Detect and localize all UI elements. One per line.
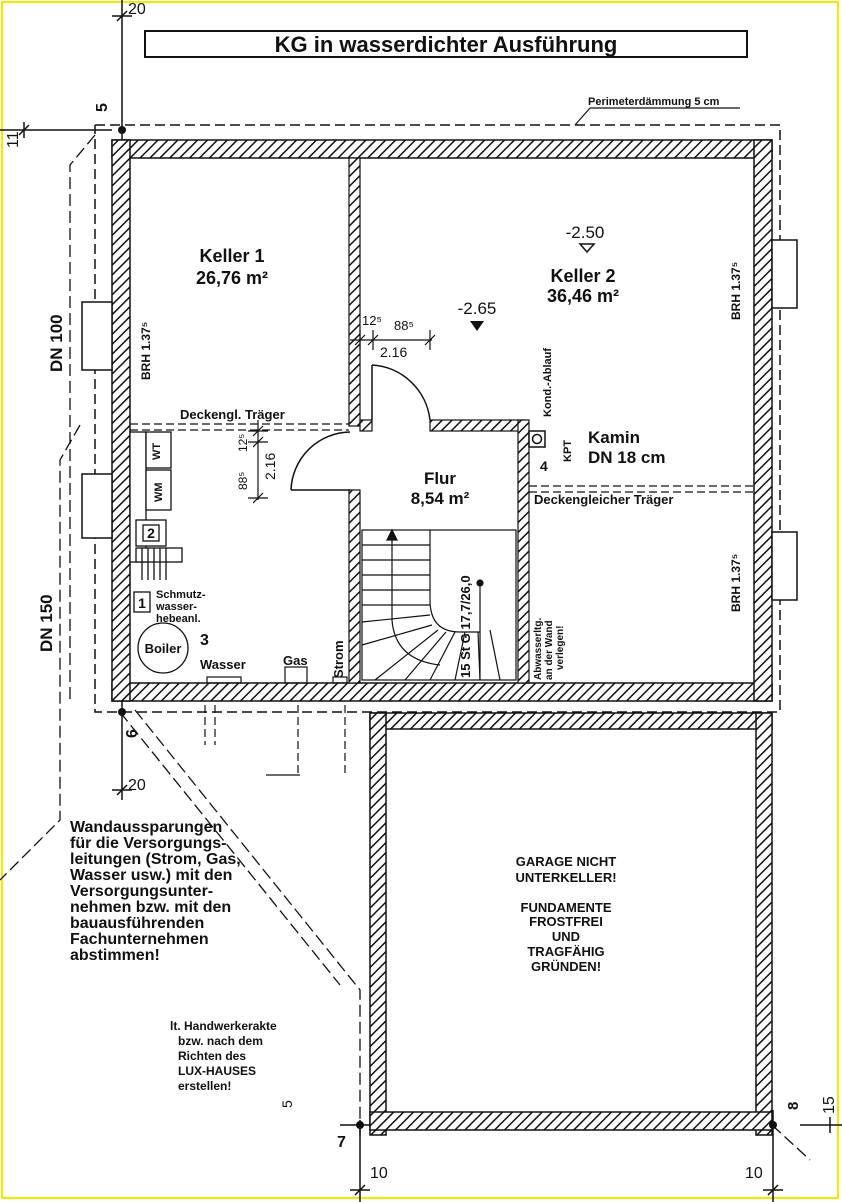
basement-walls (111, 139, 773, 702)
marker-3: 3 (200, 632, 209, 649)
svg-text:Wandaussparungen: Wandaussparungen (70, 819, 222, 836)
pipe-dn100: DN 100 (47, 314, 66, 372)
brh-right-mid: BRH 1.37⁵ (729, 554, 743, 612)
room-flur-area: 8,54 m² (411, 489, 470, 508)
svg-text:FUNDAMENTE: FUNDAMENTE (521, 900, 612, 915)
label-hebe-3: hebeanl. (156, 613, 201, 625)
svg-text:FROSTFREI: FROSTFREI (529, 914, 603, 929)
svg-text:Versorgungsunter-: Versorgungsunter- (70, 883, 213, 900)
pipe-dn150: DN 150 (37, 594, 56, 652)
door-swing-keller1 (290, 431, 351, 491)
room-keller1-name: Keller 1 (199, 246, 264, 266)
brh-left: BRH 1.37⁵ (139, 322, 153, 380)
label-abwasser-2: an der Wand (544, 620, 555, 680)
svg-text:LUX-HAUSES: LUX-HAUSES (178, 1064, 256, 1078)
dim-v-2: 12⁵ (236, 434, 250, 452)
kamin-box (528, 430, 546, 448)
dim-h-1: 12⁵ (362, 313, 382, 328)
svg-text:für die Versorgungs-: für die Versorgungs- (70, 835, 226, 852)
kamin-size: DN 18 cm (588, 448, 665, 467)
dim-top-20: 20 (128, 1, 146, 18)
svg-text:Fachunternehmen: Fachunternehmen (70, 931, 209, 948)
dimension-horizontal (350, 330, 436, 350)
dimension-vertical (248, 420, 268, 504)
svg-text:nehmen bzw. mit den: nehmen bzw. mit den (70, 899, 231, 916)
svg-text:abstimmen!: abstimmen! (70, 947, 160, 964)
stairs-spec: 15 St G 17,7/26,0 (458, 575, 473, 678)
marker-5: 5 (94, 103, 111, 112)
svg-text:lt. Handwerkerakte: lt. Handwerkerakte (170, 1019, 277, 1033)
kamin-name: Kamin (588, 428, 640, 447)
garage-note: GARAGE NICHT UNTERKELLER! FUNDAMENTE FRO… (515, 854, 616, 974)
label-hebe-1: Schmutz- (156, 589, 206, 601)
dim-bottom-20: 20 (128, 777, 146, 794)
title: KG in wasserdichter Ausführung (275, 32, 618, 57)
door-swing-keller2 (371, 364, 431, 421)
svg-text:GARAGE NICHT: GARAGE NICHT (516, 854, 616, 869)
supply-note: Wandaussparungen für die Versorgungs- le… (70, 819, 241, 964)
beam-left-label: Deckengl. Träger (180, 407, 285, 422)
room-keller2-name: Keller 2 (550, 266, 615, 286)
label-wt: WT (151, 443, 163, 460)
label-strom: Strom (331, 640, 346, 678)
svg-text:bauausführenden: bauausführenden (70, 915, 204, 932)
utility-openings (204, 666, 348, 776)
dim-h-2: 88⁵ (394, 318, 414, 333)
label-abwasser-1: Abwasserltg. (533, 618, 544, 680)
room-keller2-area: 36,46 m² (547, 286, 619, 306)
label-boiler: Boiler (145, 641, 182, 656)
dim-v-1: 88⁵ (236, 472, 250, 490)
svg-text:UNTERKELLER!: UNTERKELLER! (515, 870, 616, 885)
appliance-strip (129, 431, 189, 674)
label-hebe-2: wasser- (155, 601, 197, 613)
dim-bl-10: 10 (370, 1165, 388, 1182)
pipe-routes (0, 134, 811, 1161)
marker-4: 4 (540, 458, 548, 474)
level-marker-k1 (470, 321, 484, 331)
level-marker-k2 (578, 243, 596, 254)
svg-text:erstellen!: erstellen! (178, 1079, 231, 1093)
label-wasser: Wasser (200, 657, 246, 672)
label-kpt: KPT (562, 440, 574, 462)
room-keller1-area: 26,76 m² (196, 268, 268, 288)
level-keller2: -2.50 (566, 223, 605, 242)
label-gas: Gas (283, 653, 308, 668)
perimeter-label: Perimeterdämmung 5 cm (588, 96, 720, 108)
svg-text:leitungen (Strom, Gas,: leitungen (Strom, Gas, (70, 851, 241, 868)
svg-text:TRAGFÄHIG: TRAGFÄHIG (527, 944, 604, 959)
kamin-flue (531, 433, 543, 445)
svg-text:Wasser usw.) mit den: Wasser usw.) mit den (70, 867, 232, 884)
dim-br-10: 10 (745, 1165, 763, 1182)
label-wm: WM (153, 482, 165, 502)
dim-bot-5: 5 (279, 1100, 295, 1108)
title-box (144, 30, 748, 58)
brh-right-top: BRH 1.37⁵ (729, 262, 743, 320)
axis-dots (118, 126, 777, 1129)
beam-right-label: Deckengleicher Träger (534, 492, 673, 507)
svg-text:bzw. nach dem: bzw. nach dem (178, 1034, 263, 1048)
dim-h-3: 2.16 (380, 344, 407, 360)
marker-2: 2 (147, 525, 155, 541)
dim-left-11: 11 (5, 131, 22, 148)
svg-text:UND: UND (552, 929, 580, 944)
marker-7: 7 (337, 1134, 346, 1151)
dim-right-15: 15 (821, 1096, 838, 1114)
dim-v-3: 2.16 (262, 453, 278, 480)
staircase (361, 528, 517, 681)
svg-text:GRÜNDEN!: GRÜNDEN! (531, 959, 601, 974)
marker-1: 1 (138, 595, 146, 611)
marker-6: 6 (124, 729, 141, 738)
garage-walls (369, 712, 773, 1136)
handwerker-note: lt. Handwerkerakte bzw. nach dem Richten… (170, 1019, 277, 1093)
room-flur-name: Flur (424, 469, 456, 488)
label-kond: Kond.-Ablauf (542, 348, 554, 417)
svg-text:Richten des: Richten des (178, 1049, 246, 1063)
windows (81, 239, 798, 601)
label-abwasser-3: verlegen! (555, 626, 566, 670)
marker-8: 8 (785, 1102, 802, 1110)
level-keller1: -2.65 (458, 299, 497, 318)
